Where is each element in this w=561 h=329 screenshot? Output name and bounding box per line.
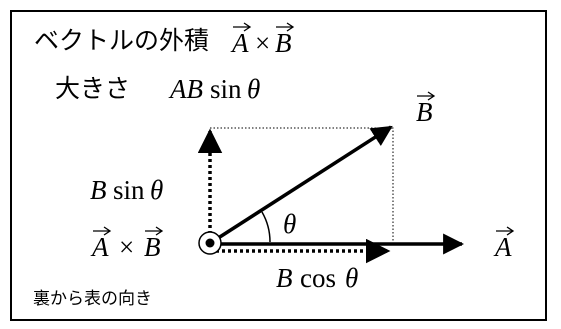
b-sin-theta: θ: [150, 175, 163, 205]
title-vector-b: B: [275, 28, 292, 58]
vector-b-arrow: [211, 125, 393, 244]
title-text: ベクトルの外積: [34, 26, 210, 55]
cross-product-label: A × B: [90, 226, 164, 262]
b-cos-fn: cos: [300, 263, 336, 293]
cross-vector-a: A: [90, 232, 109, 262]
diagram-frame: [10, 10, 547, 321]
title-vector-a: A: [230, 28, 249, 58]
b-sin-label: B sin θ: [90, 175, 163, 205]
arrow-over-letter-icon: [233, 22, 252, 32]
title-cross-sign: ×: [255, 28, 270, 58]
angle-arc: [261, 211, 271, 243]
b-sin-fn: sin: [113, 175, 145, 205]
title-expression: A × B: [230, 22, 295, 58]
vector-a-label: A: [493, 232, 512, 262]
cross-vector-b: B: [144, 232, 161, 262]
magnitude-ab: AB: [168, 74, 203, 104]
magnitude-expression: AB sin θ: [168, 74, 260, 104]
arrow-over-letter-icon: [145, 226, 164, 236]
angle-theta-label: θ: [283, 209, 296, 239]
magnitude-sin: sin: [210, 74, 242, 104]
magnitude-row: 大きさ: [55, 76, 130, 102]
arrow-over-letter-icon: [496, 226, 515, 236]
b-cos-b: B: [276, 263, 293, 293]
dot-in-circle-icon: [198, 231, 222, 255]
b-cos-label: B cos θ: [276, 263, 358, 293]
guide-lines: [210, 127, 394, 242]
cross-sign: ×: [119, 232, 134, 262]
arrow-over-letter-icon: [276, 22, 295, 32]
arrow-over-letter-icon: [417, 91, 436, 101]
page-title: ベクトルの外積: [34, 28, 209, 54]
direction-note: 裏から表の向き: [33, 289, 152, 309]
vector-b-label: B: [416, 97, 433, 127]
b-sin-b: B: [90, 175, 107, 205]
arrow-over-letter-icon: [93, 226, 112, 236]
b-cos-theta: θ: [345, 263, 358, 293]
magnitude-theta: θ: [247, 74, 260, 104]
magnitude-label: 大きさ: [55, 74, 131, 103]
